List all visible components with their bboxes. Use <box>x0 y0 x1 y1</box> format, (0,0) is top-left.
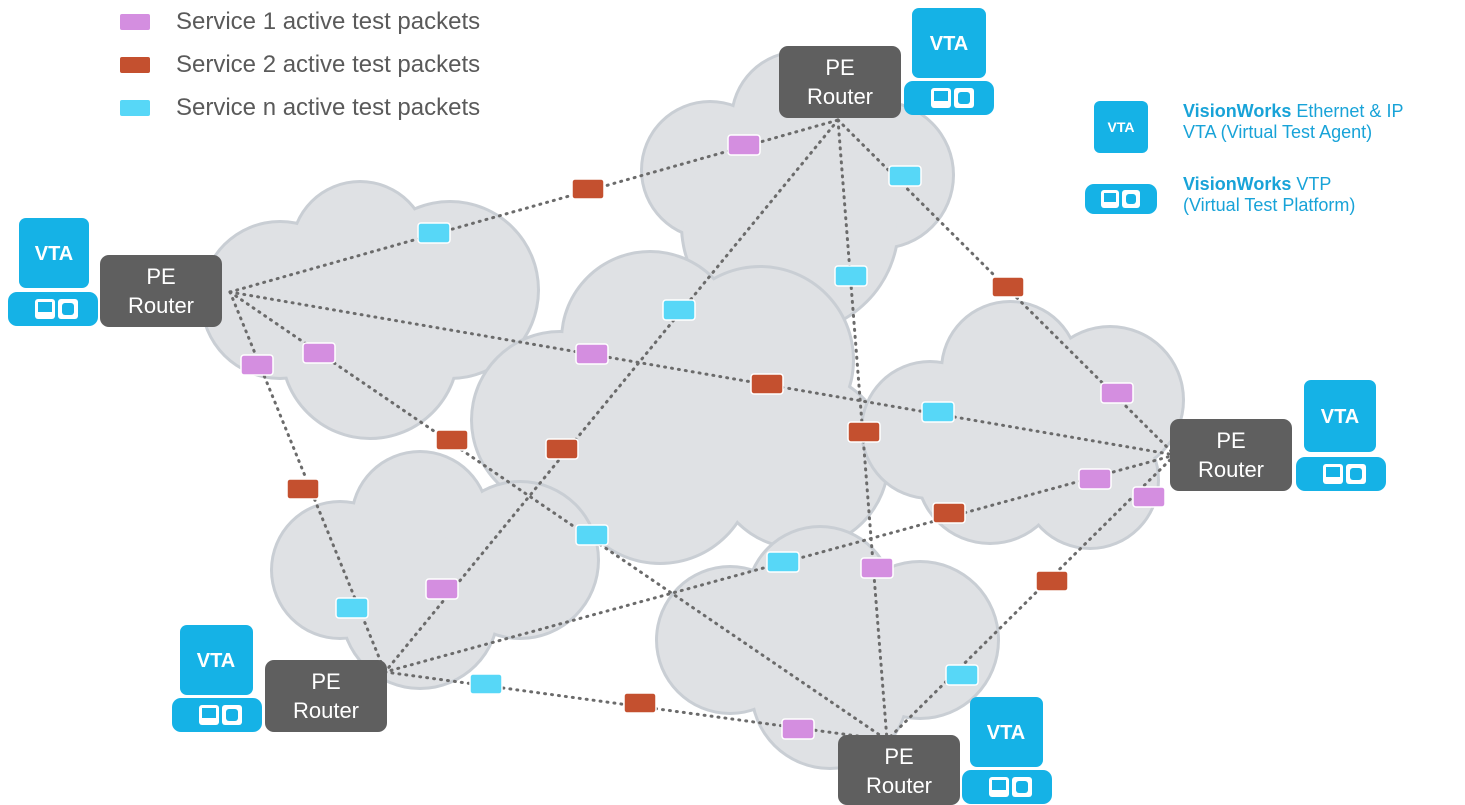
link-left-bottom-right <box>228 290 889 742</box>
router-right-line2: Router <box>1198 457 1264 482</box>
router-bottom-right-line1: PE <box>884 744 913 769</box>
packet-service-n <box>575 524 609 546</box>
key-vta: VTA VisionWorks Ethernet & IP VTA (Virtu… <box>1085 101 1403 153</box>
packet-service-n <box>417 222 451 244</box>
key-vtp-line2: (Virtual Test Platform) <box>1183 195 1356 215</box>
service-n-swatch <box>120 100 150 116</box>
cloud-right <box>860 300 1185 550</box>
router-bottom-right-line2: Router <box>866 773 932 798</box>
router-left-line1: PE <box>146 264 175 289</box>
legend-label: Service 1 active test packets <box>176 8 481 35</box>
service-1-swatch <box>120 14 150 30</box>
packet-service-n <box>888 165 922 187</box>
key-vta-brand: VisionWorks <box>1183 101 1292 121</box>
router-bottom-right-box[interactable] <box>838 735 960 805</box>
packet-service-n <box>834 265 868 287</box>
packet-service-2 <box>750 373 784 395</box>
router-top-line1: PE <box>825 55 854 80</box>
vta-label: VTA <box>197 650 236 672</box>
link-left-right <box>228 290 1177 457</box>
cloud-bottom-right <box>655 525 1000 770</box>
router-bottom-left-line2: Router <box>293 698 359 723</box>
packet-service-1 <box>1078 468 1112 490</box>
test-platform-icon[interactable] <box>904 81 994 115</box>
vta-icon[interactable] <box>912 8 986 78</box>
packet-service-2 <box>932 502 966 524</box>
vta-icon: VTA <box>1094 101 1148 153</box>
packet-service-1 <box>781 718 815 740</box>
router-right: PE Router VTA <box>1170 380 1386 491</box>
legend-item-service-2: Service 2 active test packets <box>120 51 480 79</box>
vta-label: VTA <box>987 722 1026 744</box>
packet-service-2 <box>286 478 320 500</box>
router-bottom-right: PE Router VTA <box>838 697 1052 805</box>
link-top-bottom-left <box>383 118 840 674</box>
router-left: PE Router VTA <box>8 218 222 327</box>
legend-item-service-1: Service 1 active test packets <box>120 8 480 36</box>
router-right-box[interactable] <box>1170 419 1292 491</box>
packet-service-2 <box>991 276 1025 298</box>
packet-service-2 <box>571 178 605 200</box>
packet-service-1 <box>302 342 336 364</box>
vta-label: VTA <box>930 33 969 55</box>
packet-service-n <box>921 401 955 423</box>
router-top-line2: Router <box>807 84 873 109</box>
packet-service-n <box>766 551 800 573</box>
router-bottom-left: PE Router VTA <box>172 625 387 732</box>
packet-service-2 <box>847 421 881 443</box>
vta-label: VTA <box>1321 406 1360 428</box>
cloud-bottom-left <box>270 450 600 690</box>
router-bottom-left-line1: PE <box>311 669 340 694</box>
router-top: PE Router VTA <box>779 8 994 118</box>
packet-service-n <box>469 673 503 695</box>
packet-service-1 <box>575 343 609 365</box>
key-vtp-brand: VisionWorks <box>1183 174 1292 194</box>
vta-label: VTA <box>35 243 74 265</box>
legend-label: Service 2 active test packets <box>176 51 481 78</box>
packet-service-2 <box>1035 570 1069 592</box>
key-vta-line1: Ethernet & IP <box>1296 101 1404 121</box>
key-vtp-line1: VTP <box>1296 174 1332 194</box>
router-top-box[interactable] <box>779 46 901 118</box>
packet-service-n <box>662 299 696 321</box>
router-right-line1: PE <box>1216 428 1245 453</box>
key-vtp: VisionWorks VTP (Virtual Test Platform) <box>1085 174 1355 216</box>
packet-service-1 <box>240 354 274 376</box>
vta-icon[interactable] <box>180 625 253 695</box>
packet-service-1 <box>1132 486 1166 508</box>
test-platform-icon <box>1085 184 1157 214</box>
cloud-center <box>470 250 890 565</box>
packet-group <box>240 134 1166 740</box>
packet-service-1 <box>727 134 761 156</box>
legend-item-service-n: Service n active test packets <box>120 94 480 122</box>
packet-service-n <box>945 664 979 686</box>
link-right-bottom-right <box>885 453 1177 742</box>
vta-icon[interactable] <box>1304 380 1376 452</box>
vta-icon[interactable] <box>970 697 1043 767</box>
packet-service-2 <box>435 429 469 451</box>
legend-label: Service n active test packets <box>176 94 481 121</box>
packet-service-n <box>335 597 369 619</box>
key-vtp-text: VisionWorks VTP (Virtual Test Platform) <box>1183 174 1355 216</box>
router-left-box[interactable] <box>100 255 222 327</box>
key-vta-text: VisionWorks Ethernet & IP VTA (Virtual T… <box>1183 101 1403 143</box>
vta-icon[interactable] <box>19 218 89 288</box>
service-2-swatch <box>120 57 150 73</box>
key-vta-line2: VTA (Virtual Test Agent) <box>1183 122 1373 142</box>
packet-service-2 <box>623 692 657 714</box>
packet-service-2 <box>545 438 579 460</box>
packet-service-1 <box>860 557 894 579</box>
test-platform-icon[interactable] <box>1296 457 1386 491</box>
packet-service-1 <box>1100 382 1134 404</box>
packet-service-1 <box>425 578 459 600</box>
link-top-bottom-right <box>836 118 889 742</box>
test-platform-icon[interactable] <box>172 698 262 732</box>
router-left-line2: Router <box>128 293 194 318</box>
test-platform-icon[interactable] <box>8 292 98 326</box>
router-bottom-left-box[interactable] <box>265 660 387 732</box>
test-platform-icon[interactable] <box>962 770 1052 804</box>
